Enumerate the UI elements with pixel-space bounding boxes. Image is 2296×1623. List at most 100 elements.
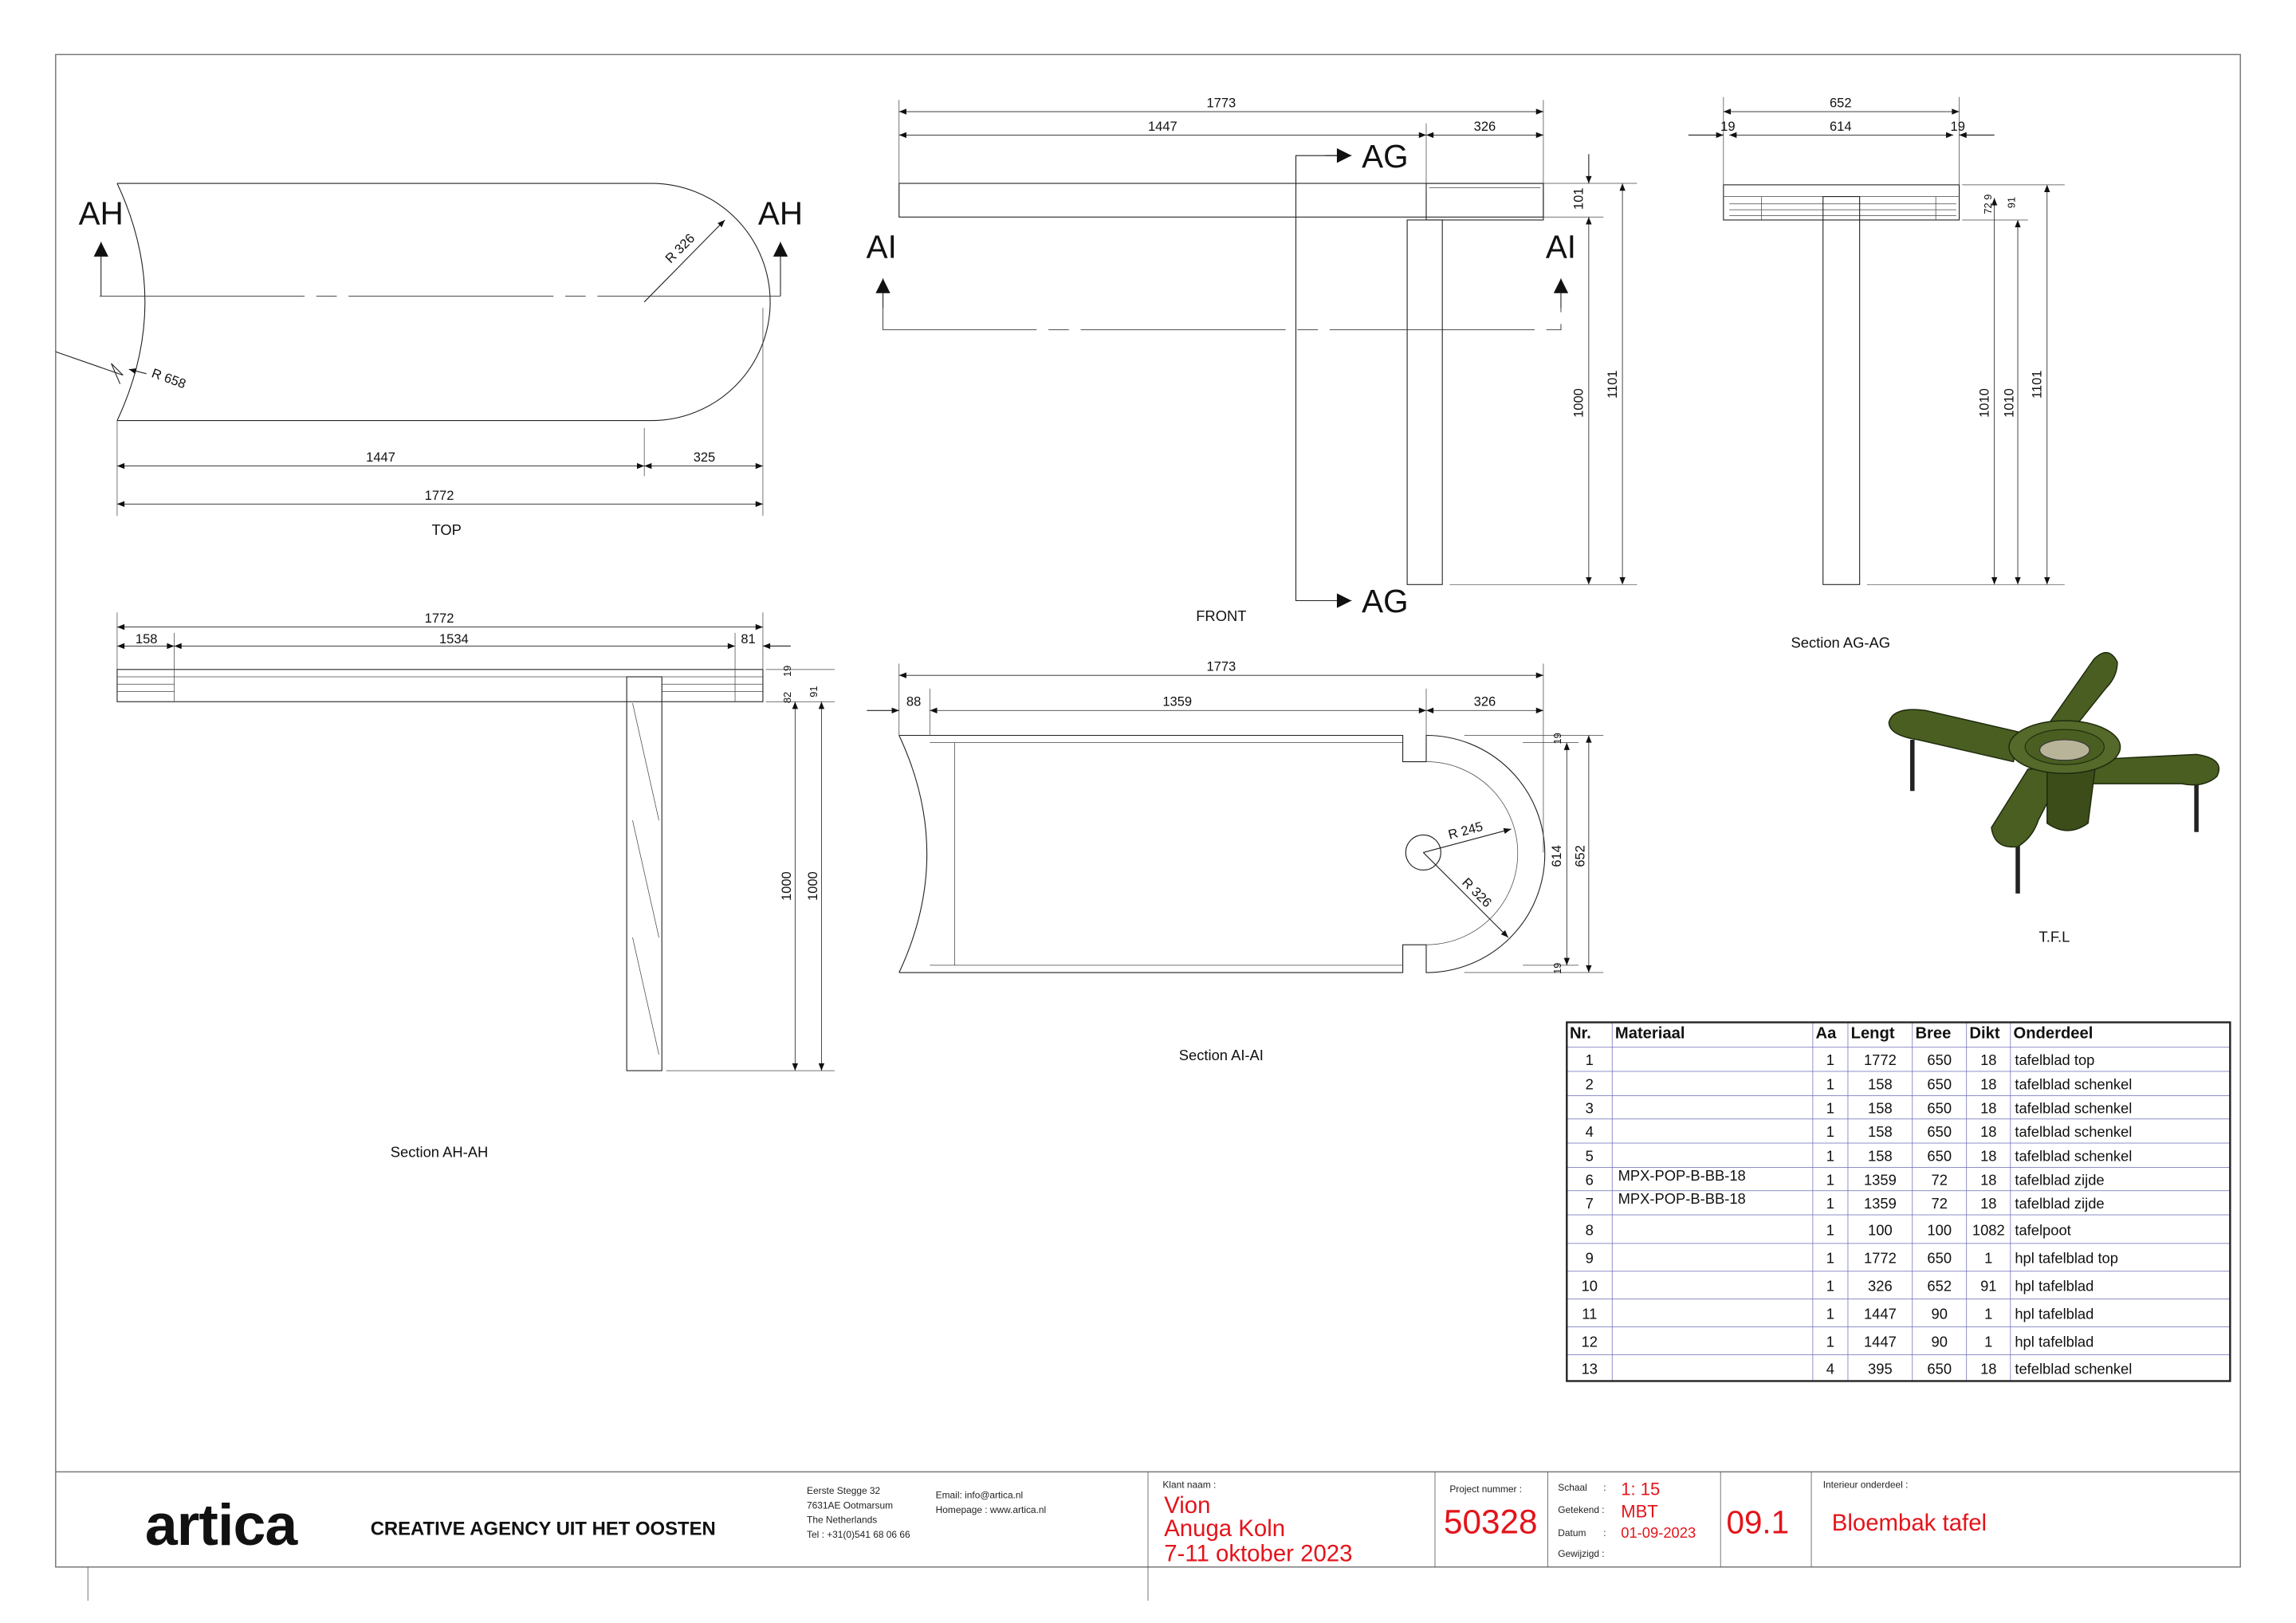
- table-cell: tafelblad zijde: [2015, 1195, 2104, 1212]
- table-cell: 1: [1826, 1076, 1834, 1093]
- table-cell: 18: [1980, 1076, 1996, 1093]
- table-cell: 1: [1984, 1305, 1992, 1322]
- tagline: CREATIVE AGENCY UIT HET OOSTEN: [371, 1518, 716, 1539]
- address-line: Eerste Stegge 32: [807, 1485, 880, 1496]
- homepage-link[interactable]: Homepage : www.artica.nl: [936, 1504, 1047, 1515]
- section-mark-ai-right: AI: [1546, 229, 1576, 265]
- view-title: Section AH-AH: [391, 1143, 488, 1160]
- dimension-label: 1000: [805, 871, 820, 901]
- drawn-label: Getekend :: [1558, 1504, 1604, 1515]
- table-header: Aa: [1816, 1025, 1838, 1043]
- table-cell: tefelblad schenkel: [2015, 1360, 2132, 1377]
- table-cell: 5: [1586, 1148, 1594, 1165]
- table-cell: 6: [1586, 1171, 1594, 1188]
- address-line: 7631AE Ootmarsum: [807, 1499, 893, 1511]
- table-cell: 1: [1826, 1051, 1834, 1068]
- table-cell: 100: [1927, 1221, 1952, 1238]
- table-cell: 8: [1586, 1221, 1594, 1238]
- table-cell: 1: [1586, 1051, 1594, 1068]
- client-name: Vion: [1164, 1492, 1210, 1519]
- separator: :: [1603, 1482, 1606, 1493]
- table-cell: 1: [1826, 1278, 1834, 1295]
- table-cell: 100: [1868, 1221, 1893, 1238]
- dimension-label: 101: [1571, 188, 1586, 210]
- dimension-label: 1534: [439, 631, 469, 646]
- radius-label: R 658: [150, 365, 188, 391]
- table-cell: tafelblad schenkel: [2015, 1076, 2132, 1093]
- table-cell: 3: [1586, 1099, 1594, 1116]
- scale-value: 1: 15: [1621, 1480, 1660, 1499]
- dimension-label: 326: [1474, 119, 1496, 134]
- table-cell: 18: [1980, 1123, 1996, 1140]
- table-cell: 18: [1980, 1195, 1996, 1212]
- view-title: TOP: [431, 521, 461, 538]
- table-cell: MPX-POP-B-BB-18: [1618, 1167, 1746, 1184]
- dimension-label: 1447: [366, 450, 395, 465]
- dimension-label: 91: [2005, 197, 2017, 208]
- table-cell: 18: [1980, 1051, 1996, 1068]
- section-mark-ag-top: AG: [1362, 138, 1408, 175]
- table-cell: 1: [1826, 1148, 1834, 1165]
- table-cell: 158: [1868, 1148, 1893, 1165]
- top-view: AH AH R 326 R 658 1447 325 1772 TOP: [55, 183, 803, 538]
- table-cell: 395: [1868, 1360, 1893, 1377]
- table-cell: hpl tafelblad: [2015, 1333, 2094, 1350]
- radius-label: R 245: [1446, 819, 1484, 843]
- section-ag-view: 652 19 614 19 72 9 91 1010 1010 1101 Sec…: [1688, 96, 2065, 650]
- table-cell: 650: [1927, 1250, 1952, 1267]
- dimension-label: 1359: [1162, 694, 1192, 709]
- table-header: Dikt: [1969, 1025, 1999, 1043]
- dimension-label: 1773: [1206, 659, 1236, 674]
- phone: Tel : +31(0)541 68 06 66: [807, 1529, 910, 1540]
- table-cell: 650: [1927, 1360, 1952, 1377]
- artica-logo: artica: [145, 1491, 299, 1558]
- radius-label: R 326: [662, 230, 698, 266]
- dimension-label: 91: [808, 686, 820, 697]
- dimension-label: 614: [1830, 119, 1852, 134]
- table-cell: tafelblad schenkel: [2015, 1099, 2132, 1116]
- table-cell: hpl tafelblad: [2015, 1305, 2094, 1322]
- dimension-label: 19: [1551, 963, 1563, 974]
- table-cell: 650: [1927, 1076, 1952, 1093]
- table-cell: 12: [1582, 1333, 1598, 1350]
- scale-label: Schaal: [1558, 1482, 1586, 1493]
- project-number: 50328: [1444, 1503, 1537, 1541]
- table-cell: 10: [1582, 1278, 1598, 1295]
- table-header: Bree: [1915, 1025, 1951, 1043]
- table-cell: 158: [1868, 1123, 1893, 1140]
- table-cell: 650: [1927, 1148, 1952, 1165]
- table-cell: 158: [1868, 1076, 1893, 1093]
- dimension-label: 1101: [2029, 371, 2044, 399]
- table-cell: 1: [1984, 1250, 1992, 1267]
- dimension-label: 1773: [1206, 96, 1236, 111]
- table-cell: 1: [1826, 1171, 1834, 1188]
- dimension-label: 88: [906, 694, 921, 709]
- table-cell: 1359: [1864, 1171, 1897, 1188]
- table-cell: 13: [1582, 1360, 1598, 1377]
- table-cell: 18: [1980, 1360, 1996, 1377]
- table-cell: 18: [1980, 1099, 1996, 1116]
- view-title: T.F.L: [2039, 928, 2070, 945]
- table-cell: tafelblad schenkel: [2015, 1148, 2132, 1165]
- table-border: [1566, 1021, 2231, 1382]
- section-ah-view: 1772 158 1534 81 82 19 91 1000 1000 Sect…: [116, 611, 835, 1160]
- table-cell: 650: [1927, 1099, 1952, 1116]
- table-cell: 650: [1927, 1051, 1952, 1068]
- table-cell: 650: [1927, 1123, 1952, 1140]
- table-cell: 18: [1980, 1171, 1996, 1188]
- title-block: artica CREATIVE AGENCY UIT HET OOSTEN Ee…: [55, 1471, 2241, 1601]
- client-dates: 7-11 oktober 2023: [1164, 1540, 1352, 1566]
- table-cell: 1082: [1972, 1221, 2005, 1238]
- table-cell: 1772: [1864, 1051, 1897, 1068]
- project-label: Project nummer :: [1449, 1483, 1522, 1495]
- separator: :: [1603, 1527, 1606, 1539]
- email-link[interactable]: Email: info@artica.nl: [936, 1489, 1024, 1500]
- table-header: Nr.: [1570, 1025, 1591, 1043]
- section-mark-ag-bottom: AG: [1362, 583, 1408, 619]
- dimension-label: 652: [1572, 845, 1587, 867]
- table-cell: 1: [1826, 1333, 1834, 1350]
- table-cell: 1: [1826, 1099, 1834, 1116]
- date-label: Datum: [1558, 1527, 1586, 1539]
